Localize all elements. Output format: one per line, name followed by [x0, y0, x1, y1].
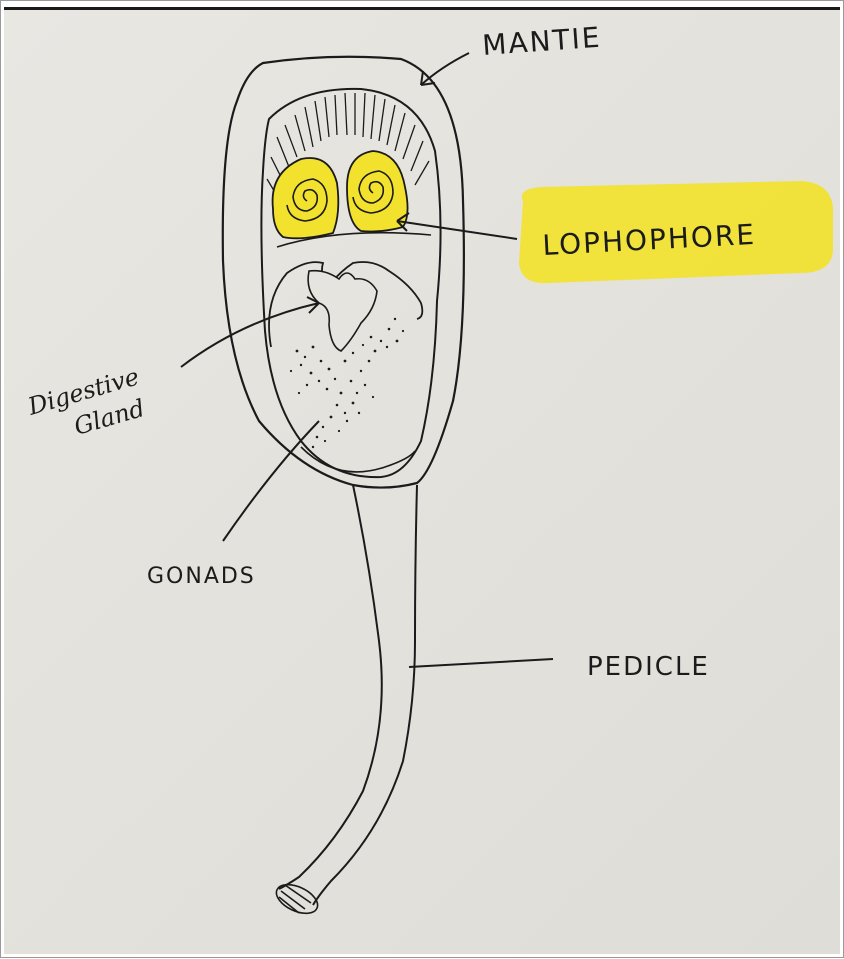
lower-body-curve	[300, 446, 416, 473]
gonads-label: GONADS	[147, 564, 256, 589]
mantle-arrow	[420, 52, 470, 86]
digestive-gland-outline	[268, 261, 424, 348]
gonad-stippling	[289, 317, 405, 449]
pedicle-stalk-right	[312, 484, 418, 906]
pedicle-leader-line	[408, 658, 554, 668]
lophophore-label-highlight	[519, 181, 834, 284]
lophophore-left-lobe	[271, 157, 340, 240]
pedicle-label: PEDICLE	[587, 652, 710, 682]
lophophore-base-curve	[276, 231, 432, 248]
mantle-label: MANTIE	[481, 21, 602, 62]
lophophore-left-spiral	[286, 178, 328, 222]
lophophore-arrow	[396, 212, 518, 240]
digestive-cavity	[307, 269, 378, 352]
pedicle-stalk-left	[278, 484, 383, 890]
paper-sheet	[4, 7, 840, 954]
lophophore-right-spiral	[352, 170, 394, 214]
mantle-outline	[221, 55, 465, 489]
digestive-gland-arrow	[180, 296, 320, 368]
gonads-leader-line	[222, 420, 320, 542]
pedicle-base	[275, 883, 319, 915]
lophophore-right-lobe	[346, 150, 409, 233]
